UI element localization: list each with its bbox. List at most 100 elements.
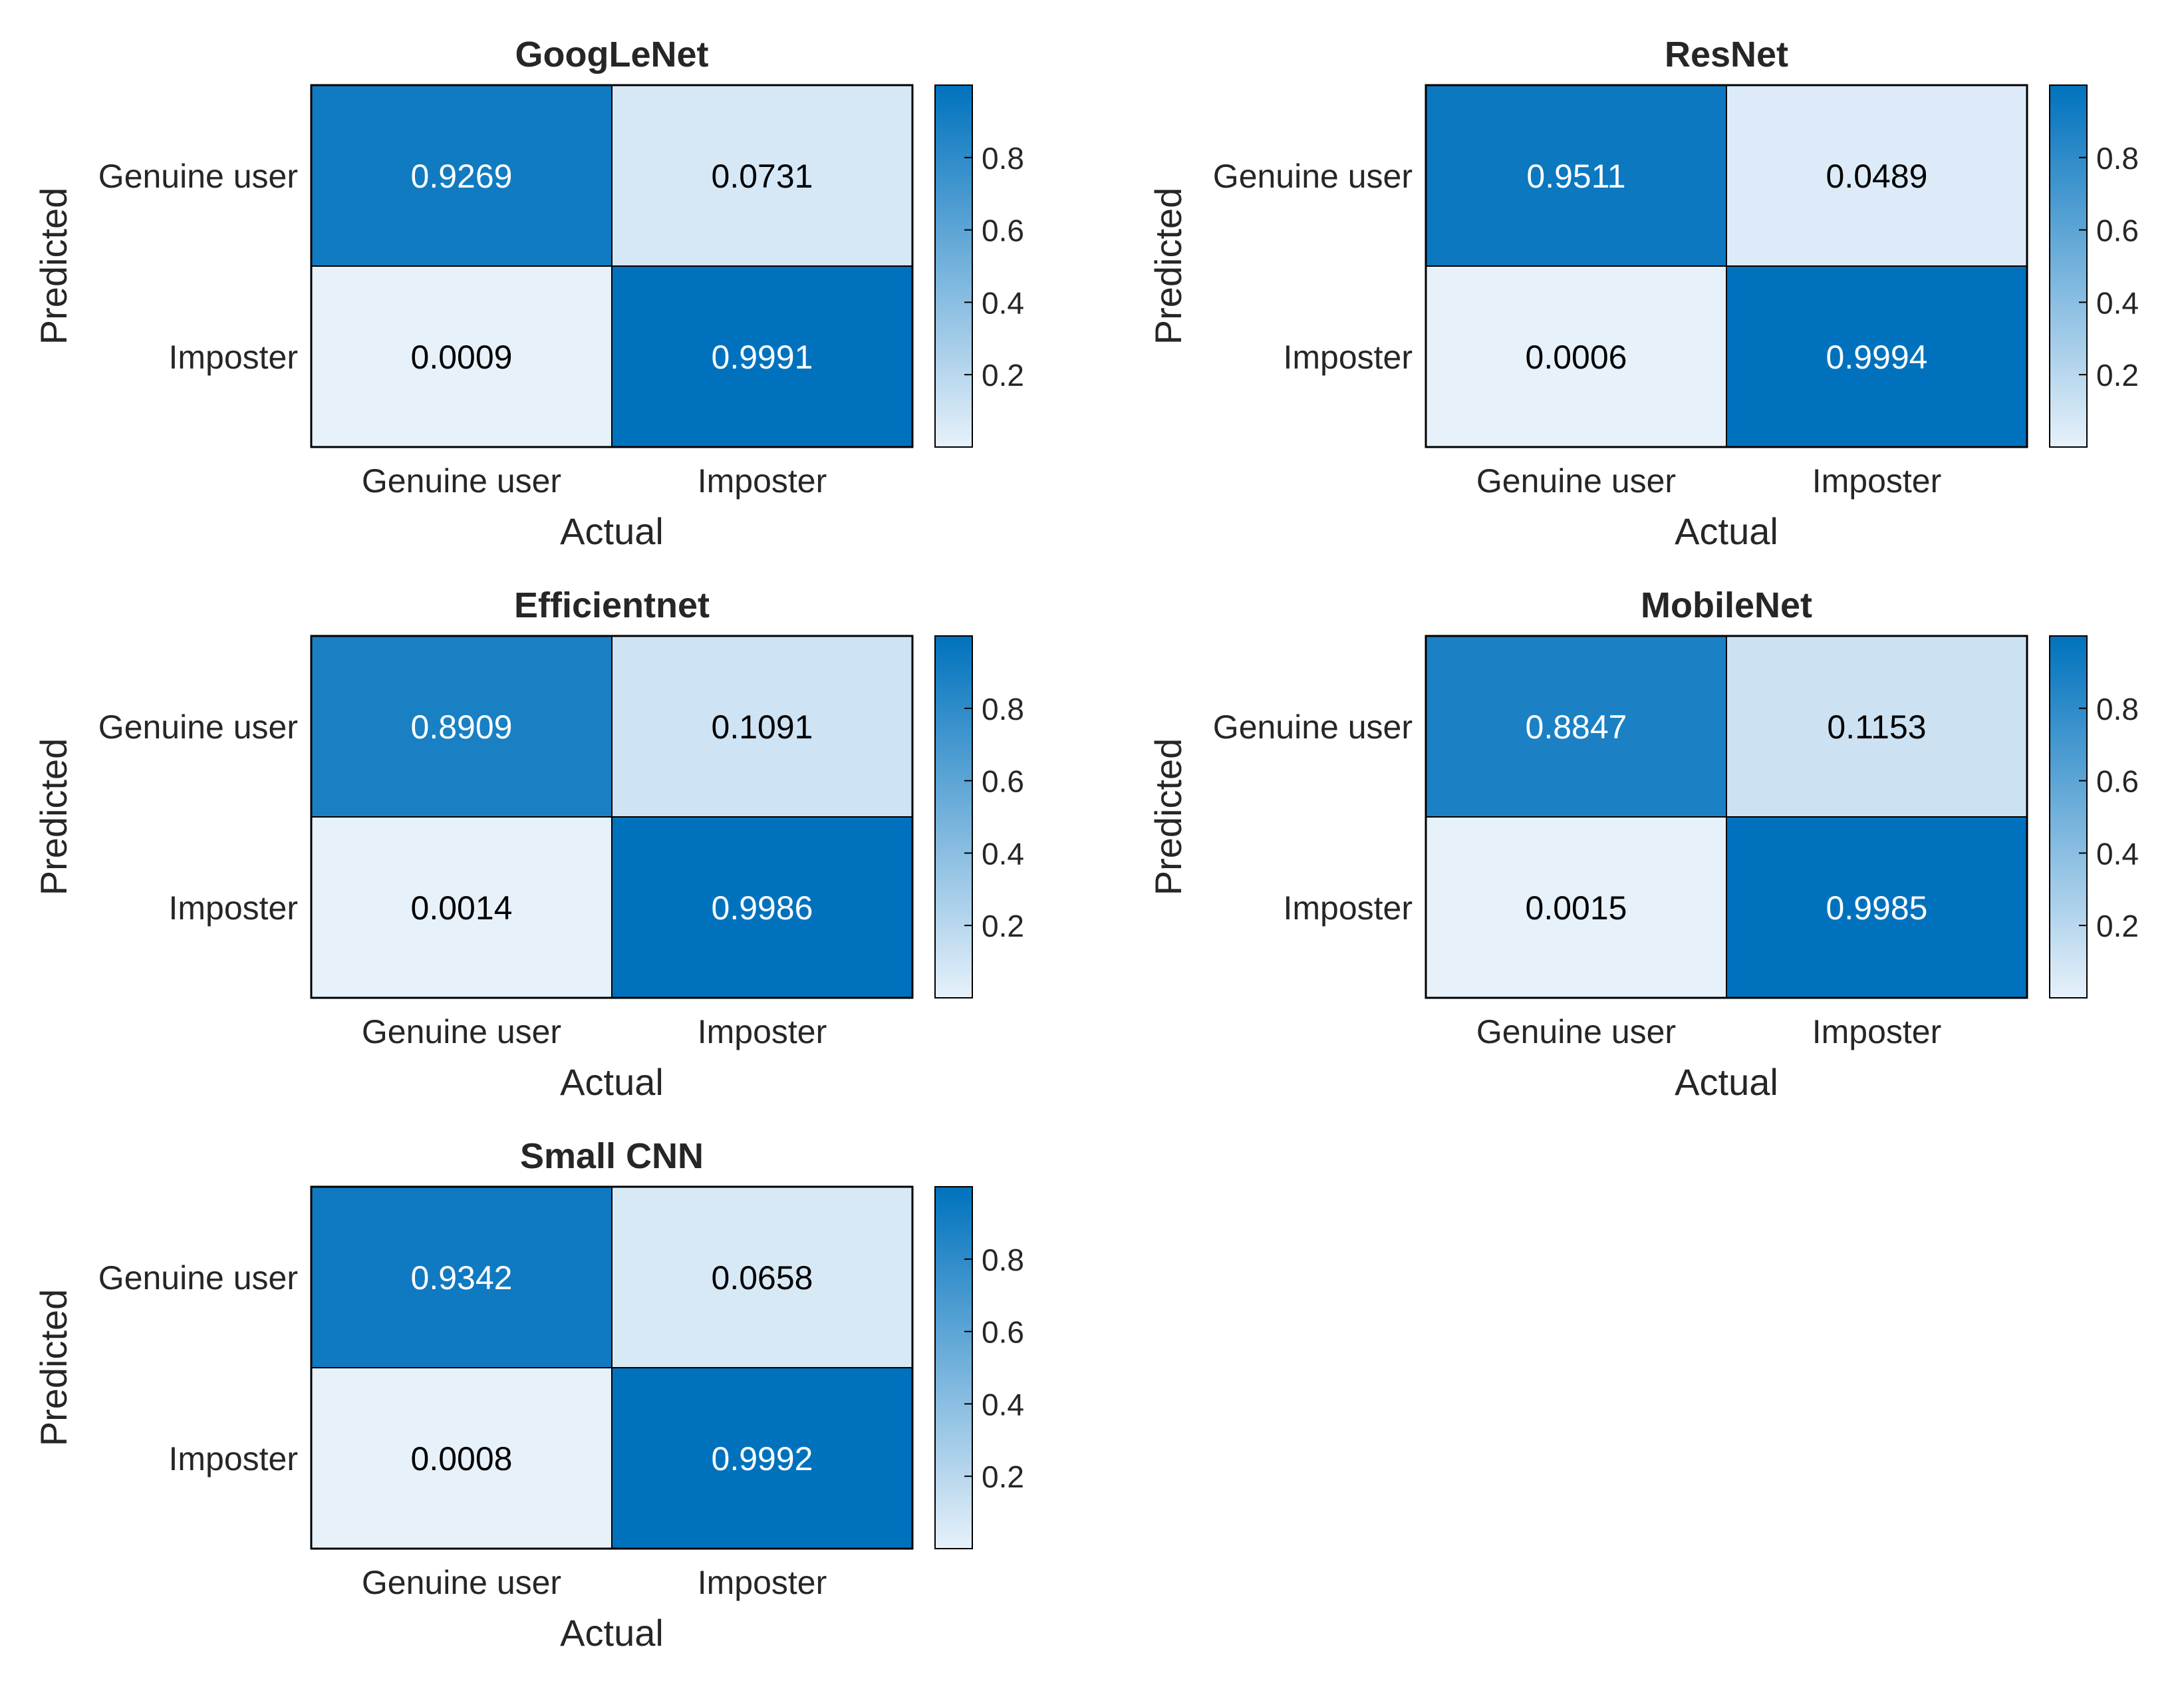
x-tick-label: Genuine user bbox=[362, 462, 561, 500]
colorbar-tick-label: 0.4 bbox=[2096, 836, 2139, 871]
heatmap-cell bbox=[611, 84, 913, 267]
x-tick-label: Genuine user bbox=[1476, 1013, 1676, 1050]
colorbar-tick-label: 0.4 bbox=[2096, 285, 2139, 320]
y-axis-label: Predicted bbox=[1147, 738, 1189, 896]
y-axis-label: Predicted bbox=[33, 738, 74, 896]
colorbar-tick-label: 0.8 bbox=[982, 692, 1024, 726]
x-tick-label: Imposter bbox=[698, 1564, 827, 1601]
colorbar-tick-label: 0.8 bbox=[982, 1243, 1024, 1277]
x-tick-label: Genuine user bbox=[362, 1013, 561, 1050]
heatmap-cell bbox=[1425, 265, 1727, 448]
heatmap-border bbox=[1425, 635, 2028, 999]
chart-title: Efficientnet bbox=[514, 585, 710, 625]
heatmap-cell bbox=[311, 84, 613, 267]
colorbar bbox=[2049, 635, 2088, 998]
colorbar bbox=[934, 1186, 973, 1549]
cell-value-label: 0.8909 bbox=[411, 708, 513, 746]
colorbar-tick-label: 0.2 bbox=[982, 909, 1024, 943]
heatmap-cell bbox=[611, 635, 913, 818]
heatmap-cell bbox=[611, 816, 913, 998]
cell-value-label: 0.0006 bbox=[1526, 339, 1627, 376]
heatmap-cell bbox=[1425, 84, 1727, 267]
chart-title: GoogLeNet bbox=[515, 35, 709, 75]
y-axis-label: Predicted bbox=[33, 1289, 74, 1447]
chart-title: ResNet bbox=[1665, 35, 1788, 75]
heatmap-cell bbox=[1726, 265, 2028, 448]
y-tick-label: Imposter bbox=[1283, 889, 1413, 927]
cell-value-label: 0.9342 bbox=[411, 1259, 513, 1297]
heatmap-cell bbox=[311, 265, 613, 448]
heatmap-border bbox=[1425, 84, 2028, 448]
colorbar-tick-label: 0.2 bbox=[2096, 909, 2139, 943]
chart-title: Small CNN bbox=[520, 1136, 704, 1176]
y-tick-label: Genuine user bbox=[1213, 158, 1413, 195]
x-axis-label: Actual bbox=[560, 1612, 664, 1654]
heatmap-border bbox=[310, 635, 914, 999]
cell-value-label: 0.9994 bbox=[1826, 339, 1928, 376]
colorbar-tick-label: 0.8 bbox=[982, 141, 1024, 176]
x-tick-label: Imposter bbox=[1812, 1013, 1942, 1050]
y-tick-label: Imposter bbox=[168, 889, 298, 927]
chart-title: MobileNet bbox=[1641, 585, 1812, 625]
cell-value-label: 0.0731 bbox=[712, 158, 813, 195]
colorbar-tick-label: 0.4 bbox=[982, 285, 1024, 320]
cell-value-label: 0.0658 bbox=[712, 1259, 813, 1297]
colorbar-tick-label: 0.8 bbox=[2096, 692, 2139, 726]
heatmap-cell bbox=[611, 1186, 913, 1368]
colorbar-tick-label: 0.4 bbox=[982, 1387, 1024, 1422]
cell-value-label: 0.1091 bbox=[712, 708, 813, 746]
colorbar-tick-label: 0.8 bbox=[2096, 141, 2139, 176]
x-tick-label: Imposter bbox=[1812, 462, 1942, 500]
y-tick-label: Genuine user bbox=[98, 708, 298, 746]
cell-value-label: 0.9992 bbox=[712, 1440, 813, 1477]
y-tick-label: Imposter bbox=[168, 1440, 298, 1477]
cell-value-label: 0.0489 bbox=[1826, 158, 1928, 195]
x-axis-label: Actual bbox=[560, 510, 664, 552]
cell-value-label: 0.9985 bbox=[1826, 889, 1928, 927]
x-axis-label: Actual bbox=[560, 1061, 664, 1103]
colorbar-tick-label: 0.6 bbox=[2096, 764, 2139, 799]
cell-value-label: 0.0009 bbox=[411, 339, 513, 376]
y-axis-label: Predicted bbox=[33, 188, 74, 345]
x-tick-label: Genuine user bbox=[1476, 462, 1676, 500]
colorbar-tick-label: 0.6 bbox=[982, 764, 1024, 799]
heatmap-cell bbox=[1726, 635, 2028, 818]
x-tick-label: Genuine user bbox=[362, 1564, 561, 1601]
heatmap-border bbox=[310, 84, 914, 448]
heatmap-cell bbox=[611, 265, 913, 448]
cell-value-label: 0.9511 bbox=[1526, 158, 1625, 195]
heatmap-panel: MobileNet 0.8847 0.1153 0.0015 0.9985Genuine… bbox=[1147, 585, 2139, 1103]
colorbar-tick-label: 0.2 bbox=[982, 1459, 1024, 1494]
cell-value-label: 0.1153 bbox=[1827, 708, 1926, 746]
y-tick-label: Imposter bbox=[168, 339, 298, 376]
x-axis-label: Actual bbox=[1675, 510, 1778, 552]
x-axis-label: Actual bbox=[1675, 1061, 1778, 1103]
heatmap-cell bbox=[311, 1367, 613, 1549]
heatmap-cell bbox=[311, 816, 613, 998]
cell-value-label: 0.9991 bbox=[712, 339, 813, 376]
x-tick-label: Imposter bbox=[698, 462, 827, 500]
x-tick-label: Imposter bbox=[698, 1013, 827, 1050]
cell-value-label: 0.0014 bbox=[411, 889, 513, 927]
colorbar bbox=[934, 84, 973, 448]
heatmap-cell bbox=[311, 635, 613, 818]
y-tick-label: Genuine user bbox=[98, 1259, 298, 1297]
cell-value-label: 0.9986 bbox=[712, 889, 813, 927]
colorbar-tick-label: 0.6 bbox=[2096, 214, 2139, 248]
cell-value-label: 0.9269 bbox=[411, 158, 513, 195]
colorbar-tick-label: 0.4 bbox=[982, 836, 1024, 871]
colorbar bbox=[934, 635, 973, 998]
cell-value-label: 0.0015 bbox=[1526, 889, 1627, 927]
colorbar-tick-label: 0.6 bbox=[982, 1315, 1024, 1350]
heatmap-cell bbox=[611, 1367, 913, 1549]
colorbar-tick-label: 0.2 bbox=[982, 358, 1024, 392]
cell-value-label: 0.8847 bbox=[1526, 708, 1627, 746]
colorbar-tick-label: 0.2 bbox=[2096, 358, 2139, 392]
heatmap-border bbox=[310, 1185, 914, 1550]
colorbar-tick-label: 0.6 bbox=[982, 214, 1024, 248]
heatmap-panel: GoogLeNet 0.9269 0.0731 0.0009 0.9991Genuine… bbox=[33, 35, 1024, 552]
y-axis-label: Predicted bbox=[1147, 188, 1189, 345]
